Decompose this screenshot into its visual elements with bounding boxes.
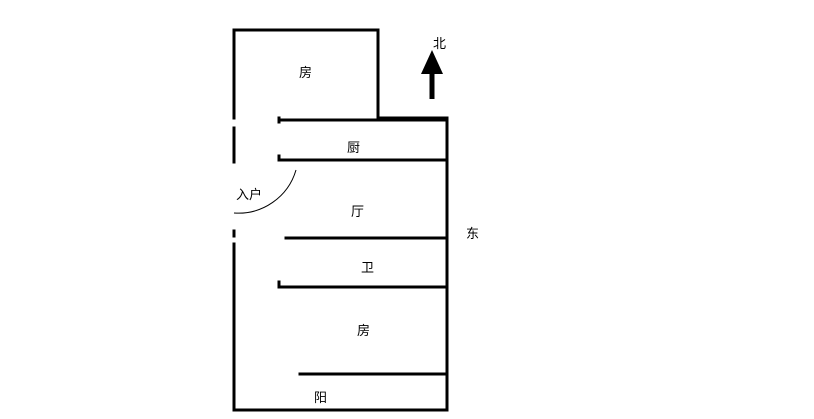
interior-walls — [277, 116, 449, 376]
room-label-living: 厅 — [351, 205, 364, 220]
entrance-door-arc — [233, 169, 297, 214]
room-label-bathroom: 卫 — [361, 261, 374, 276]
north-label: 北 — [433, 37, 446, 52]
north-arrow-icon — [421, 50, 443, 99]
room-label-bottom: 房 — [357, 323, 370, 339]
entrance-label: 入户 — [236, 187, 262, 203]
room-label-balcony: 阳 — [314, 391, 327, 406]
room-label-kitchen: 厨 — [347, 141, 360, 156]
east-label: 东 — [466, 227, 479, 242]
outer-walls — [232, 28, 449, 412]
room-label-top: 房 — [299, 65, 312, 81]
